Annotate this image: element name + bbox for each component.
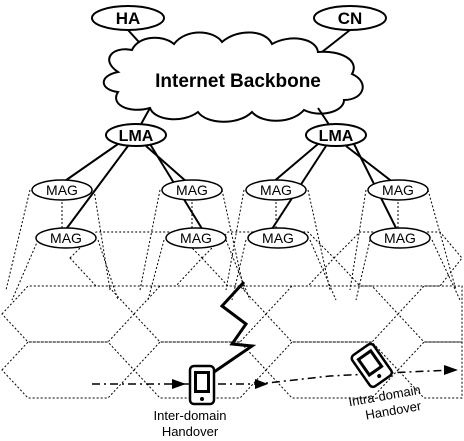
mag-label: MAG: [382, 182, 414, 198]
mag-bottom-3: MAG: [247, 227, 309, 249]
arrow-head-3: [444, 365, 458, 375]
mag-top-3: MAG: [245, 179, 307, 201]
mobile-node-intra: [350, 342, 393, 389]
cell-columns: [5, 189, 461, 301]
intra-domain-label: Intra-domain Handover: [347, 382, 423, 423]
mag-label: MAG: [262, 230, 294, 246]
arrow-head-2: [255, 379, 268, 389]
mag-label: MAG: [50, 230, 82, 246]
mag-label: MAG: [176, 182, 208, 198]
arrow-head-1: [172, 379, 186, 389]
internet-cloud: [102, 31, 364, 123]
mag-top-2: MAG: [161, 179, 223, 201]
cn-link: [321, 29, 351, 53]
cell-grid: [1, 231, 463, 399]
backbone-link-left: [139, 107, 151, 127]
mag-top-1: MAG: [31, 179, 93, 201]
internet-backbone-label: Internet Backbone: [155, 71, 321, 92]
domain-boundary: [213, 280, 257, 374]
lma-left-node: LMA: [105, 123, 167, 147]
ha-label: HA: [116, 9, 141, 28]
movement-path: [92, 369, 453, 385]
mag-bottom-4: MAG: [369, 227, 431, 249]
inter-domain-label-2: Handover: [162, 424, 219, 439]
ha-node: HA: [91, 5, 165, 31]
backbone-link-right: [317, 107, 331, 127]
cn-label: CN: [338, 9, 363, 28]
mag-label: MAG: [180, 230, 212, 246]
mag-top-4: MAG: [367, 179, 429, 201]
mag-label: MAG: [46, 182, 78, 198]
inter-domain-label-1: Inter-domain: [154, 408, 227, 423]
lma-mag-links: [61, 143, 399, 233]
mag-label: MAG: [384, 230, 416, 246]
mag-bottom-2: MAG: [165, 227, 227, 249]
mobile-node-inter: [188, 364, 216, 406]
lma-right-label: LMA: [319, 128, 354, 145]
cn-node: CN: [313, 5, 387, 31]
lma-left-label: LMA: [119, 128, 154, 145]
lma-right-node: LMA: [305, 123, 367, 147]
mag-bottom-1: MAG: [35, 227, 97, 249]
mag-label: MAG: [260, 182, 292, 198]
